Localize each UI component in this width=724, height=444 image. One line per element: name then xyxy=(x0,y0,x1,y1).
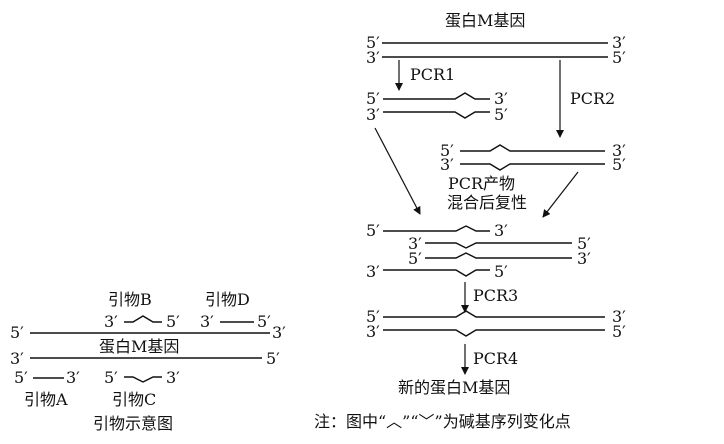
end-label: 5′ xyxy=(366,89,380,108)
end-label: 3′ xyxy=(612,141,626,160)
end-label: 5′ xyxy=(440,141,454,160)
end-label: 5′ xyxy=(10,323,24,342)
pcr1-label: PCR1 xyxy=(410,65,455,84)
end-label: 5′ xyxy=(166,312,180,331)
mix-label-line1: PCR产物 xyxy=(448,174,515,193)
end-label: 5′ xyxy=(612,322,626,341)
original-gene: 5′ 3′ 3′ 5′ xyxy=(366,33,626,67)
end-label: 3′ xyxy=(366,105,380,124)
pcr1-product: 5′ 3′ 3′ 5′ xyxy=(366,89,508,124)
end-label: 3′ xyxy=(366,322,380,341)
end-label: 3′ xyxy=(408,234,422,253)
end-label: 3′ xyxy=(104,312,118,331)
annealed-pair-1: 5′ 3′ 3′ 5′ xyxy=(366,221,591,253)
end-label: 5′ xyxy=(14,368,28,387)
end-label: 5′ xyxy=(577,234,591,253)
primer-d-label: 引物D xyxy=(205,290,250,309)
end-label: 3′ xyxy=(10,349,24,368)
end-label: 3′ xyxy=(612,33,626,52)
pcr2-product: 5′ 3′ 3′ 5′ xyxy=(440,141,626,174)
primer-a: 5′ 3′ xyxy=(14,368,80,387)
left-gene-title: 蛋白M基因 xyxy=(99,337,179,356)
end-label: 5′ xyxy=(612,48,626,67)
end-label: 3′ xyxy=(440,155,454,174)
end-label: 5′ xyxy=(494,105,508,124)
end-label: 5′ xyxy=(408,249,422,268)
end-label: 3′ xyxy=(200,312,214,331)
left-caption: 引物示意图 xyxy=(93,414,173,433)
end-label: 5′ xyxy=(612,155,626,174)
end-label: 5′ xyxy=(366,307,380,326)
left-gene: 5′ 3′ 3′ 5′ xyxy=(10,323,286,368)
pcr3-label: PCR3 xyxy=(473,286,518,305)
end-label: 5′ xyxy=(366,221,380,240)
end-label: 5′ xyxy=(104,368,118,387)
end-label: 5′ xyxy=(266,349,280,368)
end-label: 3′ xyxy=(366,48,380,67)
end-label: 3′ xyxy=(577,249,591,268)
annealed-pair-2: 5′ 3′ 3′ 5′ xyxy=(366,249,591,281)
pcr4-label: PCR4 xyxy=(473,349,518,368)
new-gene-label: 新的蛋白M基因 xyxy=(398,378,510,397)
end-label: 3′ xyxy=(494,89,508,108)
end-label: 5′ xyxy=(494,262,508,281)
end-label: 3′ xyxy=(166,368,180,387)
mix-arrow-left xyxy=(374,127,421,215)
end-label: 3′ xyxy=(612,307,626,326)
primer-c-label: 引物C xyxy=(112,390,156,409)
primer-c: 5′ 3′ xyxy=(104,368,180,387)
right-gene-title: 蛋白M基因 xyxy=(445,11,525,30)
end-label: 3′ xyxy=(366,262,380,281)
end-label: 5′ xyxy=(366,33,380,52)
primer-a-label: 引物A xyxy=(24,390,68,409)
end-label: 3′ xyxy=(494,221,508,240)
end-label: 3′ xyxy=(66,368,80,387)
end-label: 3′ xyxy=(272,323,286,342)
mix-label-line2: 混合后复性 xyxy=(447,193,527,212)
primer-d: 3′ 5′ xyxy=(200,312,271,331)
note-text: 注：图中“︿”“﹀”为碱基序列变化点 xyxy=(314,412,571,431)
end-label: 5′ xyxy=(257,312,271,331)
primer-b: 3′ 5′ xyxy=(104,312,180,331)
primer-b-label: 引物B xyxy=(108,290,152,309)
pcr3-product: 5′ 3′ 3′ 5′ xyxy=(366,307,626,341)
pcr2-label: PCR2 xyxy=(570,89,615,108)
mix-arrow-right xyxy=(542,171,579,218)
